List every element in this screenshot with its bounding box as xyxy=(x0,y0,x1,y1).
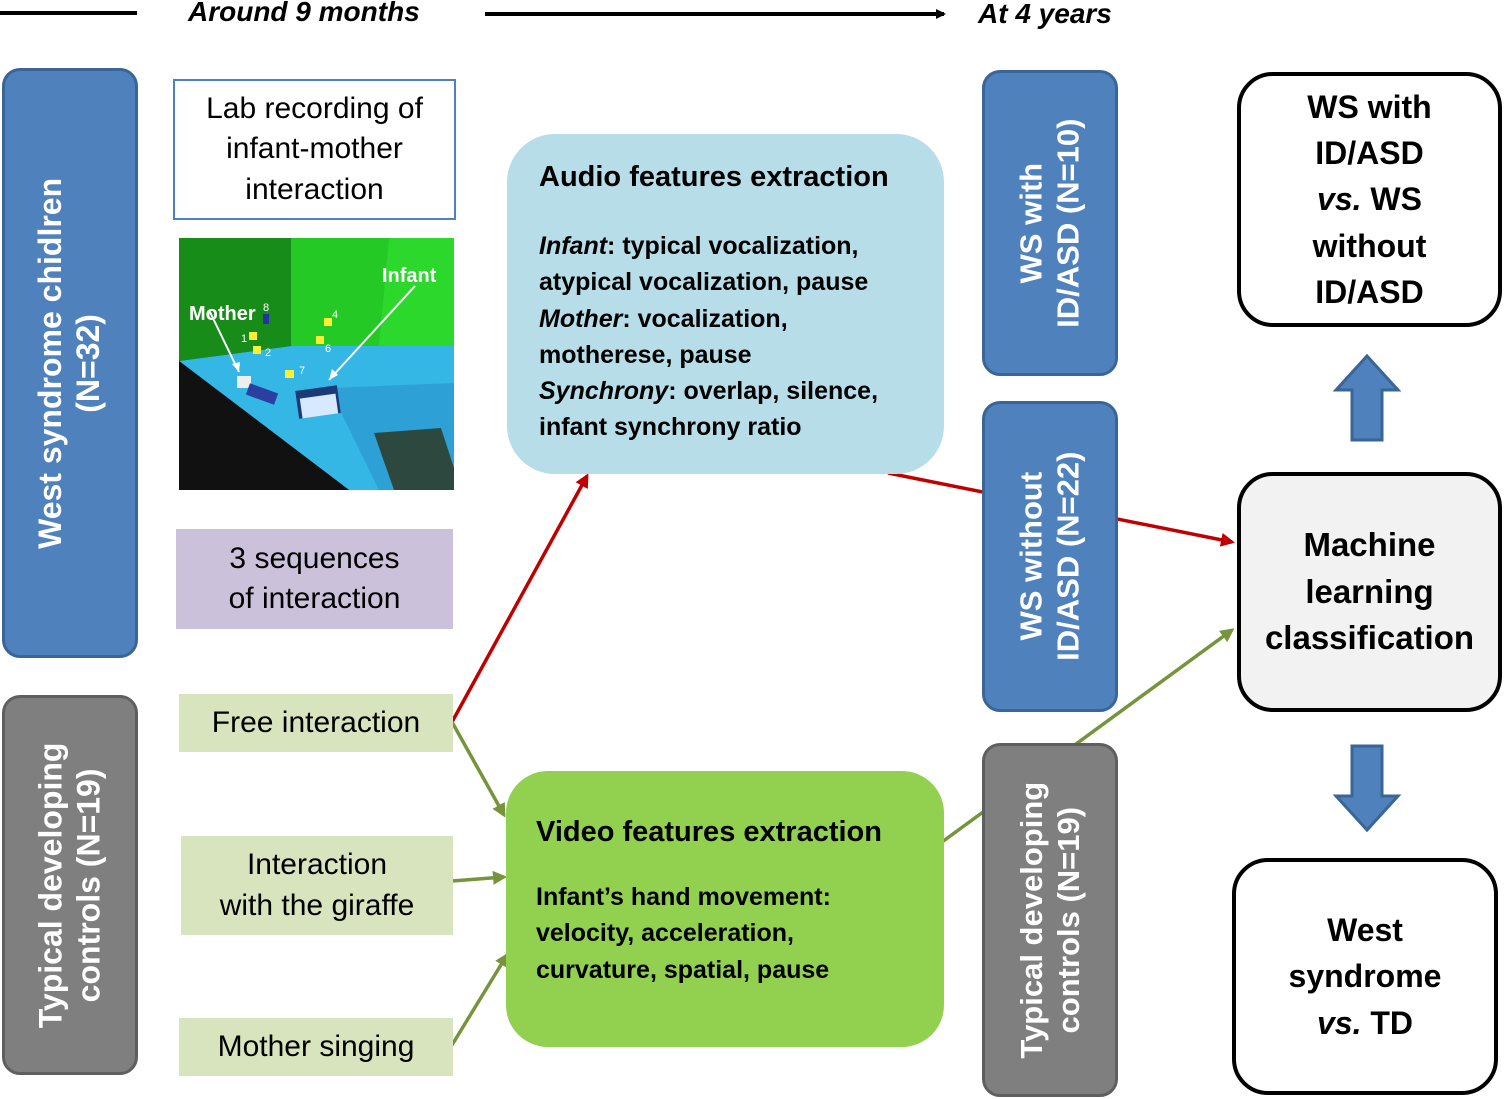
audio-infant-text: : typical vocalization, xyxy=(607,232,859,261)
sequences-line: of interaction xyxy=(228,582,401,615)
scene-marker: 7 xyxy=(299,365,305,377)
west-syndrome-label: West syndrome chidlren xyxy=(32,177,69,549)
audio-features-box: Audio features extraction Infant: typica… xyxy=(507,134,944,474)
ml-line: learning xyxy=(1305,572,1434,610)
result-top-line: ID/ASD xyxy=(1315,134,1424,171)
sequences-box: 3 sequences of interaction xyxy=(176,529,453,629)
result-top-vs: vs. xyxy=(1317,181,1362,218)
video-features-line: curvature, spatial, pause xyxy=(536,955,830,984)
mother-label: Mother xyxy=(189,303,256,325)
scene-marker: 4 xyxy=(332,309,338,321)
result-bottom-line: West xyxy=(1327,911,1403,948)
outcome-ws-with-line: WS with xyxy=(1013,162,1049,284)
outcome-ws-with-asd: WS with ID/ASD (N=10) xyxy=(982,70,1118,376)
audio-infant-label: Infant xyxy=(539,232,608,261)
audio-synchrony-text: : overlap, silence, xyxy=(668,377,879,406)
video-features-box: Video features extraction Infant’s hand … xyxy=(506,771,944,1047)
west-syndrome-count: (N=32) xyxy=(71,313,107,413)
video-features-line: Infant’s hand movement: xyxy=(536,883,831,912)
ml-line: classification xyxy=(1264,619,1475,657)
ml-line: Machine xyxy=(1303,525,1436,563)
arrow-singing-to-video xyxy=(450,952,509,1046)
scene-marker: 1 xyxy=(241,333,247,345)
result-bottom-line: syndrome xyxy=(1288,958,1442,995)
infant-label: Infant xyxy=(382,265,437,287)
timeline-label-4-years: At 4 years xyxy=(978,0,1112,29)
condition-free-interaction: Free interaction xyxy=(179,694,453,752)
outcome-td-line: Typical developing xyxy=(1013,781,1049,1059)
audio-mother-label: Mother xyxy=(539,304,623,333)
result-bottom-line: TD xyxy=(1361,1004,1414,1041)
audio-synchrony-label: Synchrony xyxy=(539,377,669,406)
result-top-line: without xyxy=(1312,227,1427,264)
scene-marker: 6 xyxy=(325,343,331,355)
arrow-free-to-video xyxy=(450,721,506,818)
video-features-line: velocity, acceleration, xyxy=(536,919,794,948)
scene-marker: 8 xyxy=(263,302,269,314)
outcome-typical-controls: Typical developing controls (N=19) xyxy=(982,743,1118,1097)
lab-recording-box: Lab recording of infant-mother interacti… xyxy=(173,79,456,220)
typical-controls-count: controls (N=19) xyxy=(71,768,107,1002)
condition-free-label: Free interaction xyxy=(211,705,421,739)
outcome-ws-without-line: ID/ASD (N=22) xyxy=(1051,451,1087,662)
arrow-free-to-audio xyxy=(450,473,589,723)
arrow-giraffe-to-video xyxy=(451,870,507,885)
result-top-line: WS with xyxy=(1307,88,1432,125)
audio-synchrony-text-2: infant synchrony ratio xyxy=(539,413,802,442)
condition-giraffe: Interaction with the giraffe xyxy=(181,836,453,935)
result-top-line: ID/ASD xyxy=(1315,274,1424,311)
condition-giraffe-line: with the giraffe xyxy=(219,888,415,922)
result-top-line: WS xyxy=(1361,181,1422,218)
sequences-line: 3 sequences xyxy=(229,541,400,575)
lab-room-scene-image: Infant Mother 1 2 4 6 7 8 xyxy=(179,238,454,490)
audio-mother-text: : vocalization, xyxy=(622,304,788,333)
audio-features-title: Audio features extraction xyxy=(539,161,889,193)
scene-marker: 2 xyxy=(265,347,271,359)
audio-mother-text-2: motherese, pause xyxy=(539,340,752,369)
result-ws-with-vs-without: WS with ID/ASD vs. WS without ID/ASD xyxy=(1237,72,1502,327)
typical-controls-label: Typical developing xyxy=(32,742,69,1028)
video-features-title: Video features extraction xyxy=(536,816,882,848)
outcome-ws-without-asd: WS without ID/ASD (N=22) xyxy=(982,401,1118,712)
machine-learning-box: Machine learning classification xyxy=(1237,472,1502,712)
lab-recording-line: infant-mother xyxy=(226,132,403,166)
west-syndrome-group: West syndrome chidlren (N=32) xyxy=(2,68,138,658)
condition-mother-singing: Mother singing xyxy=(179,1018,453,1076)
block-arrow-up xyxy=(1332,353,1402,442)
outcome-td-line: controls (N=19) xyxy=(1051,806,1087,1034)
result-west-syndrome-vs-td: West syndrome vs. TD xyxy=(1232,858,1498,1095)
audio-infant-text-2: atypical vocalization, pause xyxy=(539,268,869,297)
timeline-label-9-months: Around 9 months xyxy=(188,0,420,27)
block-arrow-down xyxy=(1332,744,1402,833)
result-bottom-vs: vs. xyxy=(1316,1004,1362,1041)
condition-giraffe-line: Interaction xyxy=(246,848,388,881)
condition-singing-label: Mother singing xyxy=(217,1029,415,1063)
outcome-ws-without-line: WS without xyxy=(1013,472,1049,641)
outcome-ws-with-line: ID/ASD (N=10) xyxy=(1051,118,1087,328)
lab-recording-line: interaction xyxy=(245,172,384,206)
typical-controls-group: Typical developing controls (N=19) xyxy=(2,695,138,1075)
lab-recording-line: Lab recording of xyxy=(206,91,423,125)
